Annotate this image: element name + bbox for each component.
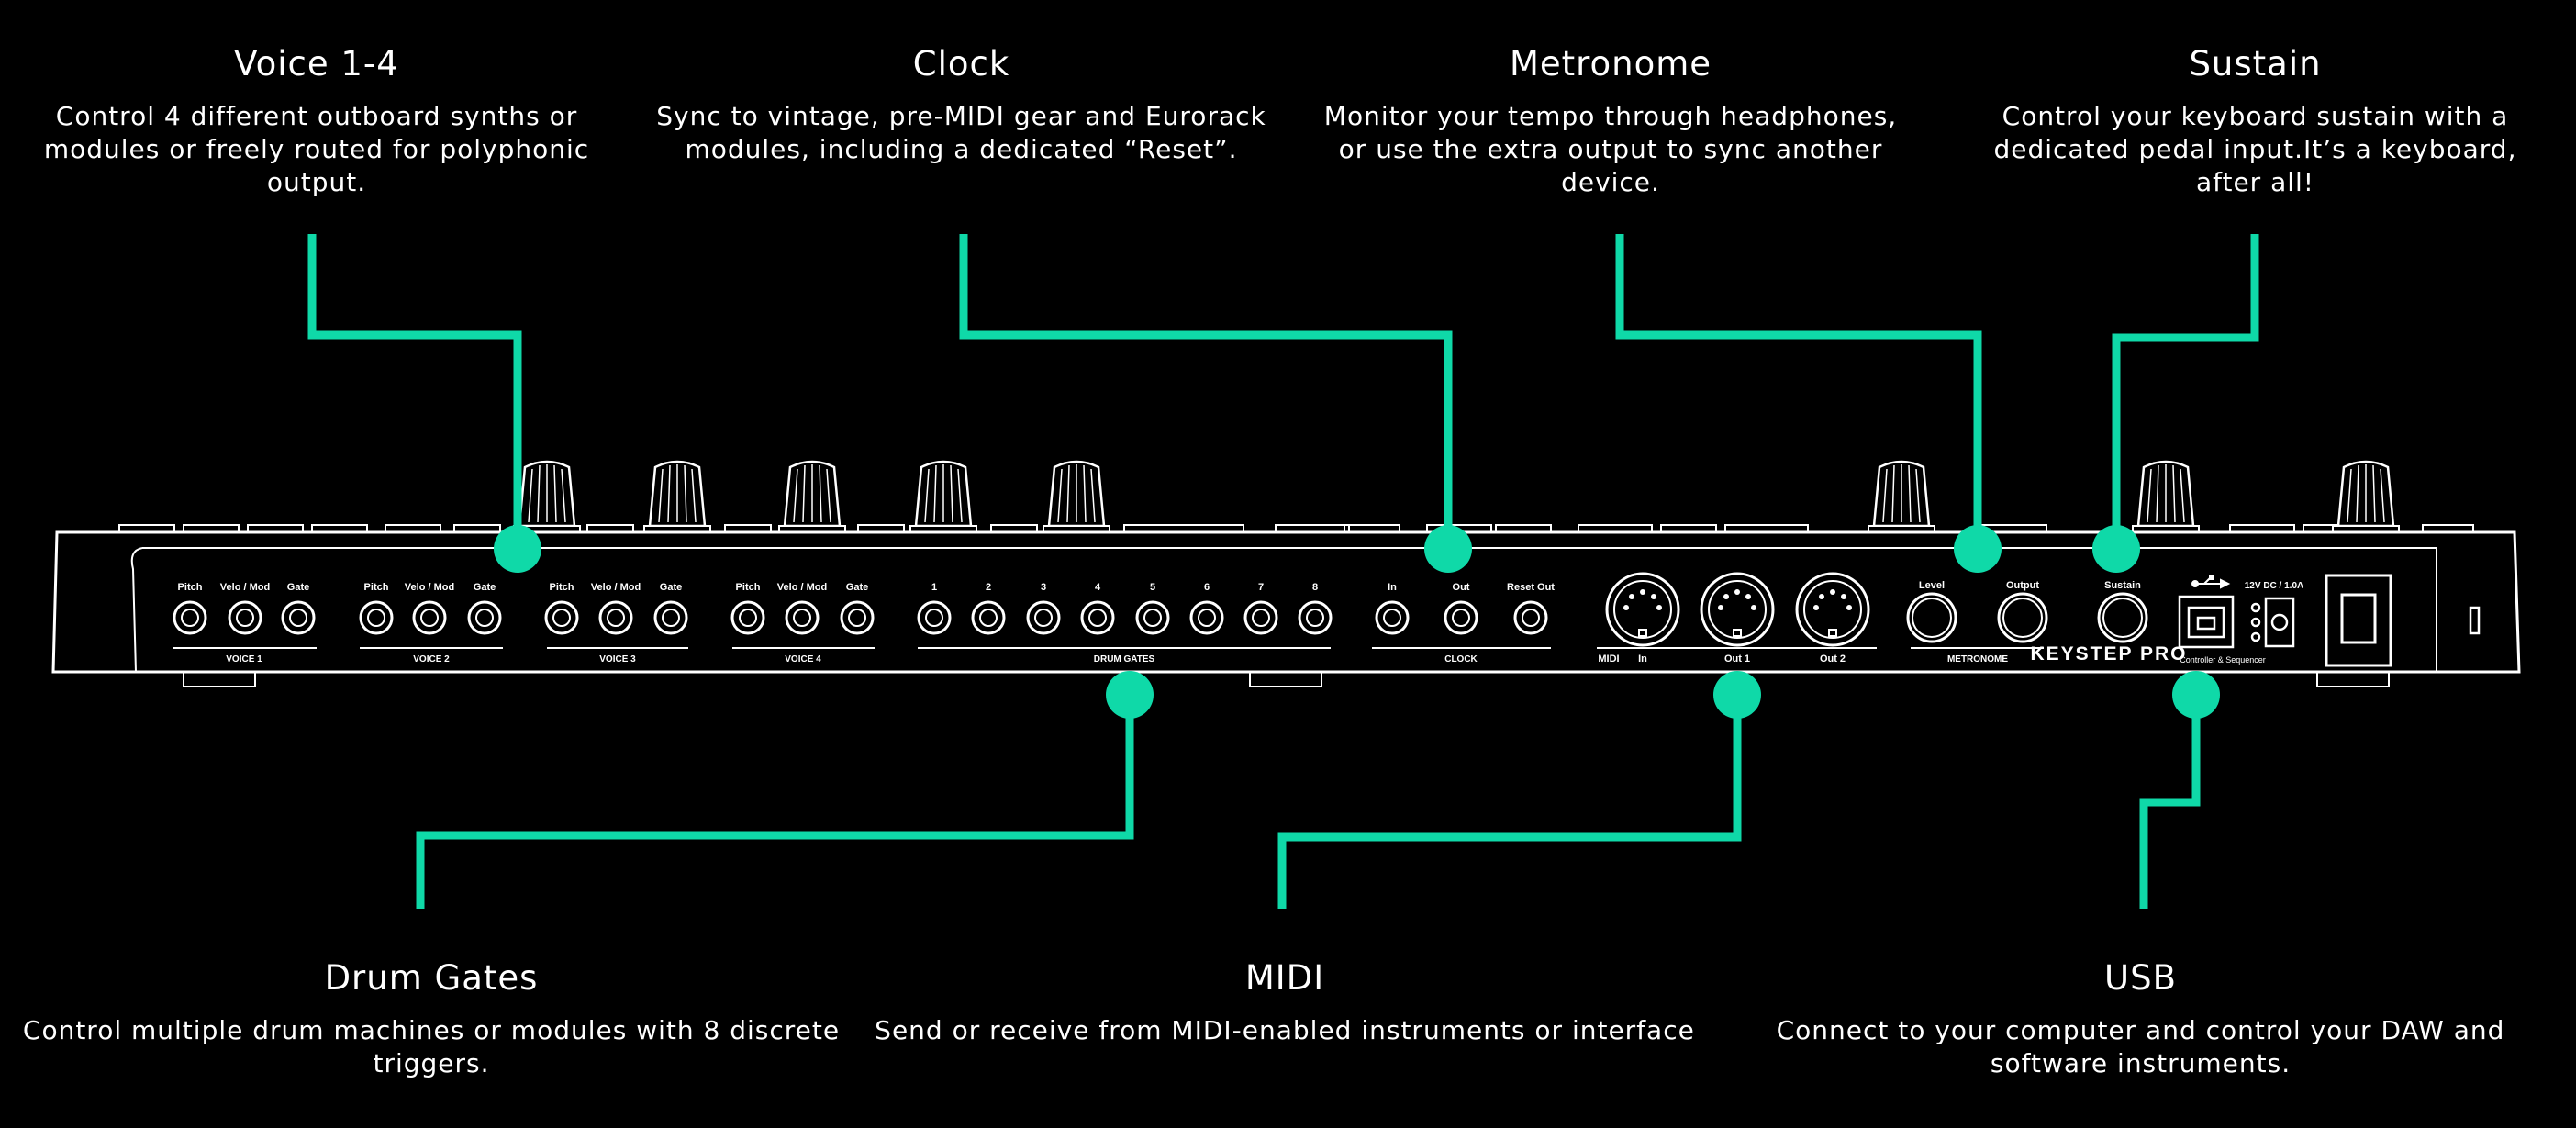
dot-metronome bbox=[1954, 525, 2002, 573]
jack-label: Velo / Mod bbox=[591, 582, 641, 593]
callout-desc: Send or receive from MIDI-enabled instru… bbox=[875, 1015, 1695, 1045]
jack-label: Pitch bbox=[550, 582, 574, 593]
leader-drum-gates bbox=[416, 696, 1134, 909]
power-switch bbox=[2325, 574, 2392, 667]
connector-dots bbox=[494, 525, 2220, 719]
midi-port-label: Out 1 bbox=[1724, 653, 1750, 665]
jack-label: Gate bbox=[846, 582, 868, 593]
callout-desc: Sync to vintage, pre-MIDI gear and Euror… bbox=[656, 101, 1266, 164]
leader-usb bbox=[2139, 696, 2201, 909]
clock-jack-label: Out bbox=[1453, 582, 1470, 593]
drum-number: 8 bbox=[1312, 582, 1318, 593]
callout-sustain: Sustain Control your keyboard sustain wi… bbox=[1964, 44, 2547, 199]
drum-number: 5 bbox=[1150, 582, 1155, 593]
dot-usb bbox=[2172, 671, 2220, 719]
midi-label: MIDI bbox=[1598, 653, 1619, 665]
group-label: VOICE 3 bbox=[599, 654, 636, 665]
callout-desc: Monitor your tempo through headphones, o… bbox=[1323, 101, 1898, 197]
group-labels: VOICE 1 VOICE 2 VOICE 3 VOICE 4 DRUM GAT… bbox=[226, 654, 2008, 665]
drum-number: 2 bbox=[986, 582, 991, 593]
callout-usb: USB Connect to your computer and control… bbox=[1776, 958, 2505, 1080]
callout-title: Sustain bbox=[2189, 44, 2322, 84]
dot-clock bbox=[1424, 525, 1472, 573]
group-label: VOICE 4 bbox=[785, 654, 821, 665]
leader-clock bbox=[959, 234, 1453, 551]
brand-subtitle: Controller & Sequencer bbox=[2180, 655, 2266, 665]
dot-drum-gates bbox=[1106, 671, 1154, 719]
power-connector bbox=[2250, 597, 2295, 648]
callout-title: Clock bbox=[912, 44, 1010, 84]
brand-name: KEYSTEP PRO bbox=[2031, 643, 2188, 665]
dot-voice bbox=[494, 525, 541, 573]
callout-metronome: Metronome Monitor your tempo through hea… bbox=[1308, 44, 1913, 199]
jack-label: Pitch bbox=[736, 582, 761, 593]
dot-sustain bbox=[2092, 525, 2140, 573]
callout-desc: Control 4 different outboard synths or m… bbox=[43, 101, 590, 197]
callout-voice: Voice 1-4 Control 4 different outboard s… bbox=[32, 44, 601, 199]
callout-title: Drum Gates bbox=[324, 958, 539, 998]
jack-label: Gate bbox=[287, 582, 309, 593]
callout-title: MIDI bbox=[1244, 958, 1325, 998]
brand: KEYSTEP PRO Controller & Sequencer bbox=[2031, 643, 2266, 665]
group-label: VOICE 2 bbox=[413, 654, 450, 665]
jack-label: Gate bbox=[660, 582, 682, 593]
drum-number: 4 bbox=[1095, 582, 1101, 593]
callout-desc: Control multiple drum machines or module… bbox=[22, 1015, 841, 1078]
device-panel bbox=[51, 530, 2521, 687]
drum-number: 6 bbox=[1204, 582, 1210, 593]
group-label: DRUM GATES bbox=[1094, 654, 1155, 665]
group-label: VOICE 1 bbox=[226, 654, 262, 665]
callout-clock: Clock Sync to vintage, pre-MIDI gear and… bbox=[656, 44, 1266, 166]
jack-label: Velo / Mod bbox=[777, 582, 827, 593]
clock-jack-label: Reset Out bbox=[1507, 582, 1555, 593]
callout-drum-gates: Drum Gates Control multiple drum machine… bbox=[18, 958, 844, 1080]
drum-number: 1 bbox=[931, 582, 937, 593]
leader-midi bbox=[1277, 696, 1742, 909]
callout-midi: MIDI Send or receive from MIDI-enabled i… bbox=[867, 958, 1702, 1047]
jack-label: Pitch bbox=[364, 582, 389, 593]
drum-number: 3 bbox=[1041, 582, 1046, 593]
sustain-jack-label: Sustain bbox=[2104, 580, 2141, 591]
midi-port-label: In bbox=[1638, 653, 1647, 665]
usb-port bbox=[2178, 595, 2235, 649]
leader-sustain bbox=[2112, 234, 2259, 551]
callout-title: Voice 1-4 bbox=[234, 44, 399, 84]
leader-voice bbox=[307, 234, 522, 551]
clock-jack-label: In bbox=[1388, 582, 1397, 593]
usb-icon bbox=[2191, 575, 2231, 589]
jack-label: Gate bbox=[474, 582, 496, 593]
power-label: 12V DC / 1.0A bbox=[2245, 581, 2303, 591]
jack-label: Pitch bbox=[178, 582, 203, 593]
callout-desc: Control your keyboard sustain with a ded… bbox=[1993, 101, 2517, 197]
group-label: METRONOME bbox=[1947, 654, 2008, 665]
jack-label: Velo / Mod bbox=[220, 582, 270, 593]
midi-port-label: Out 2 bbox=[1820, 653, 1846, 665]
group-label: CLOCK bbox=[1444, 654, 1478, 665]
metronome-jack-label: Output bbox=[2006, 580, 2039, 591]
callout-title: Metronome bbox=[1509, 44, 1712, 84]
callout-title: USB bbox=[2104, 958, 2177, 998]
callout-desc: Connect to your computer and control you… bbox=[1776, 1015, 2505, 1078]
leader-metronome bbox=[1615, 234, 1982, 551]
leader-lines bbox=[307, 234, 2259, 909]
panel-labels: Pitch Velo / Mod Gate Pitch Velo / Mod G… bbox=[178, 580, 2304, 665]
metronome-jack-label: Level bbox=[1919, 580, 1945, 591]
jack-label: Velo / Mod bbox=[405, 582, 454, 593]
dot-midi bbox=[1713, 671, 1761, 719]
drum-number: 7 bbox=[1258, 582, 1264, 593]
